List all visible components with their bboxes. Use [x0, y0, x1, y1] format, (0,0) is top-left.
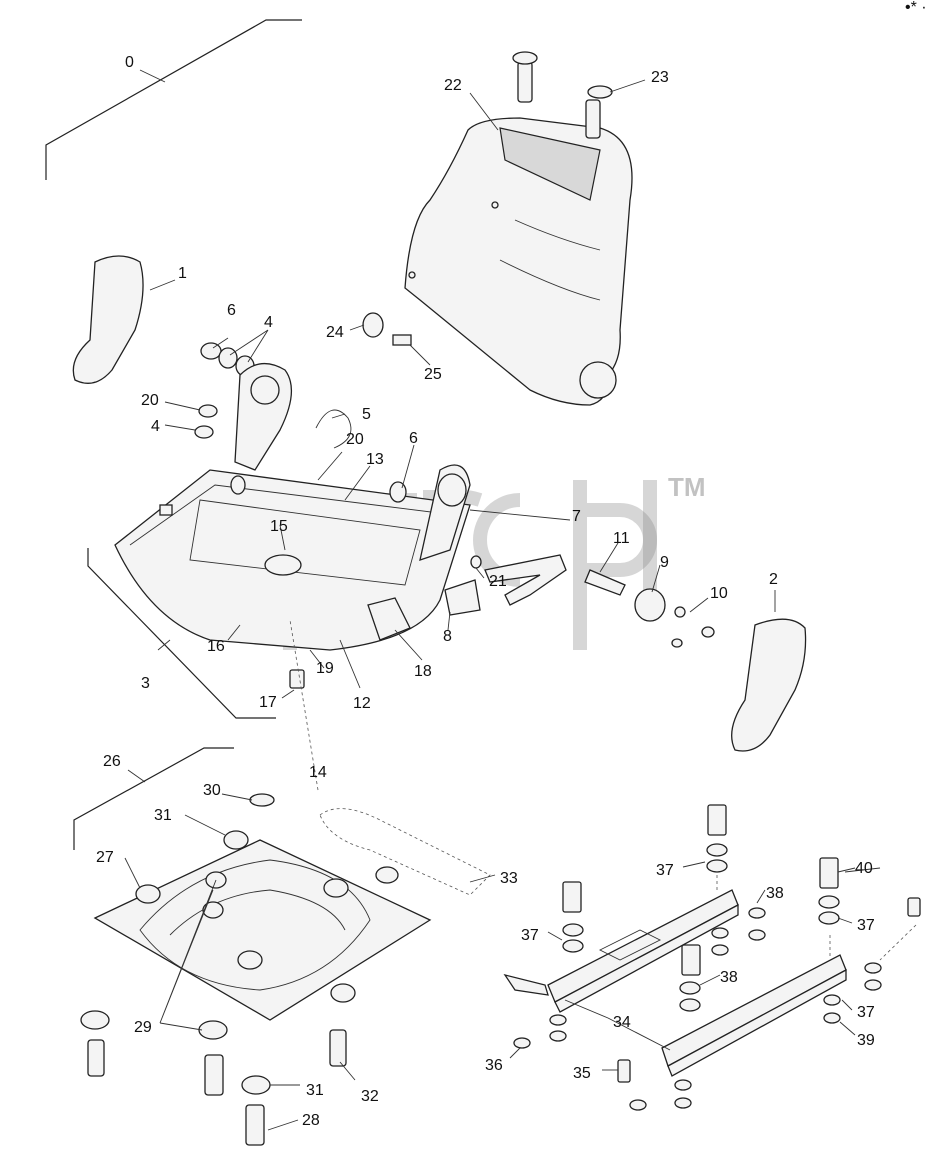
callout-31a: 31 — [154, 807, 172, 824]
callout-0: 0 — [125, 54, 134, 71]
backrest — [404, 117, 633, 406]
callout-labels: 0 1 2 3 4 4 5 6 6 7 8 9 10 11 12 13 14 1… — [96, 54, 875, 1129]
group-brackets — [45, 19, 302, 850]
callout-39: 39 — [857, 1032, 875, 1049]
callout-4a: 4 — [264, 314, 273, 331]
callout-37b: 37 — [521, 927, 539, 944]
bolt-17 — [289, 669, 305, 689]
callout-32: 32 — [361, 1088, 379, 1105]
callout-2: 2 — [769, 571, 778, 588]
arm-ghost — [319, 808, 491, 896]
callout-1: 1 — [178, 265, 187, 282]
backrest-bolts — [512, 51, 613, 139]
callout-19: 19 — [316, 660, 334, 677]
callout-30: 30 — [203, 782, 221, 799]
callout-18: 18 — [414, 663, 432, 680]
callout-37c: 37 — [857, 917, 875, 934]
corner-mark: •* · — [905, 0, 927, 16]
callout-7: 7 — [572, 508, 581, 525]
callout-20b: 20 — [346, 431, 364, 448]
side-cover-left — [72, 255, 144, 384]
callout-9: 9 — [660, 554, 669, 571]
callout-37a: 37 — [656, 862, 674, 879]
callout-37d: 37 — [857, 1004, 875, 1021]
seat-pan — [114, 363, 471, 651]
callout-40: 40 — [855, 860, 873, 877]
slide-rail-left — [503, 889, 739, 1013]
leader-lines — [124, 69, 917, 1131]
callout-15: 15 — [270, 518, 288, 535]
callout-23: 23 — [651, 69, 669, 86]
callout-29: 29 — [134, 1019, 152, 1036]
callout-34: 34 — [613, 1014, 631, 1031]
callout-38a: 38 — [766, 885, 784, 902]
callout-12: 12 — [353, 695, 371, 712]
callout-5: 5 — [362, 406, 371, 423]
callout-26: 26 — [103, 753, 121, 770]
callout-22: 22 — [444, 77, 462, 94]
callout-36: 36 — [485, 1057, 503, 1074]
spring — [315, 409, 352, 449]
pivot-parts — [362, 312, 412, 346]
lever-assembly — [444, 554, 715, 648]
swivel-base-plate — [93, 793, 432, 1021]
callout-16: 16 — [207, 638, 225, 655]
callout-10: 10 — [710, 585, 728, 602]
callout-21: 21 — [489, 573, 507, 590]
callout-6a: 6 — [227, 302, 236, 319]
callout-25: 25 — [424, 366, 442, 383]
rail-fasteners — [513, 804, 921, 1111]
callout-4b: 4 — [151, 418, 160, 435]
callout-27: 27 — [96, 849, 114, 866]
trademark-mark: TM — [668, 472, 706, 502]
callout-14: 14 — [309, 764, 327, 781]
callout-11: 11 — [613, 530, 630, 547]
callout-3: 3 — [141, 675, 150, 692]
slide-rail-right — [661, 954, 847, 1077]
callout-17: 17 — [259, 694, 277, 711]
side-cover-right — [731, 618, 807, 752]
callout-20a: 20 — [141, 392, 159, 409]
callout-24: 24 — [326, 324, 344, 341]
callout-33: 33 — [500, 870, 518, 887]
callout-8: 8 — [443, 628, 452, 645]
callout-31b: 31 — [306, 1082, 324, 1099]
callout-35: 35 — [573, 1065, 591, 1082]
callout-13: 13 — [366, 451, 384, 468]
washers-group — [194, 342, 255, 439]
callout-38b: 38 — [720, 969, 738, 986]
callout-28: 28 — [302, 1112, 320, 1129]
callout-6b: 6 — [409, 430, 418, 447]
lower-fasteners — [80, 1010, 347, 1146]
